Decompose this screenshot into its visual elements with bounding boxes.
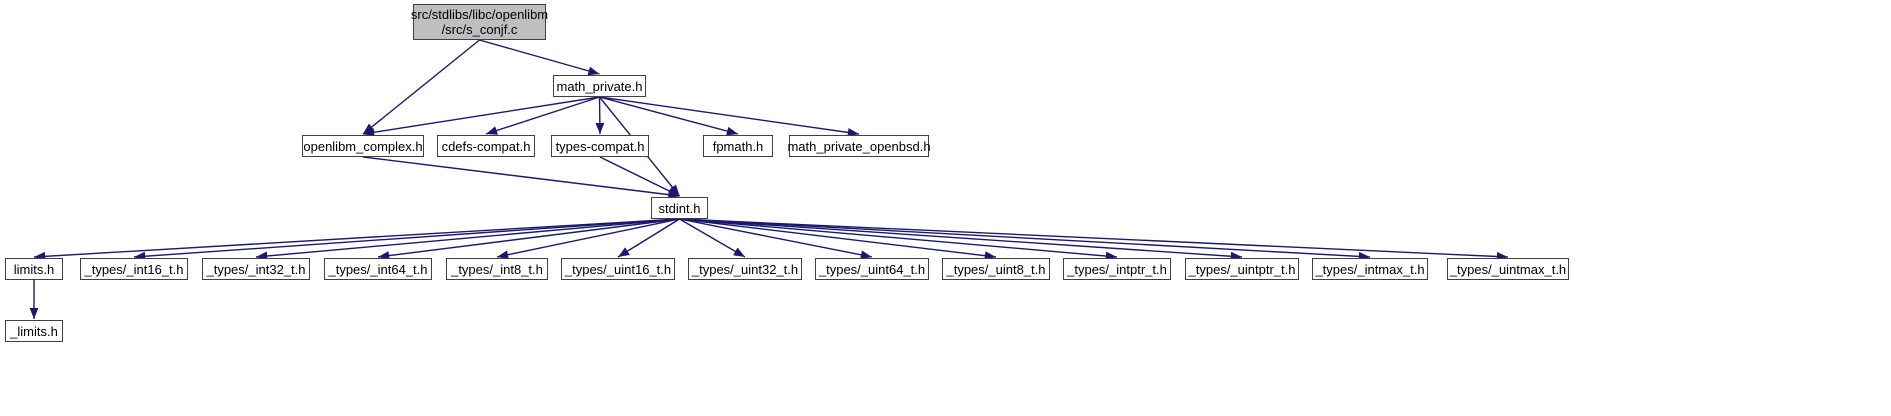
graph-edge-stdint-to-uint16 — [617, 218, 680, 258]
graph-edge-stdint-to-limits — [33, 218, 680, 261]
graph-node-int16[interactable]: _types/_int16_t.h — [80, 258, 188, 280]
graph-node-int32[interactable]: _types/_int32_t.h — [202, 258, 310, 280]
graph-edge-types_compat-to-stdint — [599, 156, 680, 197]
graph-edge-math_private-to-cdefs_compat — [485, 96, 600, 135]
graph-edge-math_private-to-fpmath — [599, 96, 739, 136]
graph-node-uintmax[interactable]: _types/_uintmax_t.h — [1447, 258, 1569, 280]
graph-node-uint16[interactable]: _types/_uint16_t.h — [561, 258, 675, 280]
graph-edge-math_private-to-types_compat — [595, 96, 605, 135]
graph-node-openlibm_complex[interactable]: openlibm_complex.h — [302, 135, 424, 157]
graph-edge-stdint-to-uint64 — [679, 218, 873, 260]
graph-node-int8[interactable]: _types/_int8_t.h — [446, 258, 548, 280]
graph-node-intptr[interactable]: _types/_intptr_t.h — [1063, 258, 1171, 280]
graph-node-uintptr[interactable]: _types/_uintptr_t.h — [1185, 258, 1299, 280]
graph-node-root[interactable]: src/stdlibs/libc/openlibm /src/s_conjf.c — [411, 4, 548, 40]
graph-edge-openlibm_complex-to-stdint — [362, 156, 680, 200]
graph-node-math_private_openbsd[interactable]: math_private_openbsd.h — [787, 135, 931, 157]
graph-edge-stdint-to-int32 — [255, 218, 680, 261]
graph-node-intmax[interactable]: _types/_intmax_t.h — [1312, 258, 1428, 280]
graph-edge-stdint-to-intmax — [679, 218, 1371, 261]
graph-node-uint64[interactable]: _types/_uint64_t.h — [815, 258, 929, 280]
graph-node-fpmath[interactable]: fpmath.h — [703, 135, 773, 157]
graph-node-uint8[interactable]: _types/_uint8_t.h — [942, 258, 1050, 280]
graph-edge-root-to-openlibm_complex — [362, 39, 480, 135]
graph-edge-stdint-to-intptr — [679, 218, 1118, 261]
graph-edge-stdint-to-int64 — [377, 218, 680, 261]
graph-node-cdefs_compat[interactable]: cdefs-compat.h — [437, 135, 535, 157]
graph-edge-stdint-to-int8 — [496, 218, 680, 260]
graph-edge-stdint-to-uintmax — [679, 218, 1509, 261]
graph-edge-root-to-math_private — [479, 39, 600, 76]
graph-edge-stdint-to-uintptr — [679, 218, 1243, 261]
graph-node-_limits[interactable]: _limits.h — [5, 320, 63, 342]
graph-node-limits[interactable]: limits.h — [5, 258, 63, 280]
graph-edge-stdint-to-uint32 — [679, 218, 746, 258]
graph-node-math_private[interactable]: math_private.h — [553, 75, 646, 97]
graph-edge-math_private-to-openlibm_complex — [362, 96, 600, 137]
graph-node-uint32[interactable]: _types/_uint32_t.h — [688, 258, 802, 280]
graph-edge-math_private-to-math_private_openbsd — [599, 96, 860, 137]
graph-edge-stdint-to-int16 — [133, 218, 680, 261]
graph-node-int64[interactable]: _types/_int64_t.h — [324, 258, 432, 280]
graph-node-types_compat[interactable]: types-compat.h — [551, 135, 649, 157]
graph-edge-stdint-to-uint8 — [679, 218, 997, 261]
graph-node-stdint[interactable]: stdint.h — [651, 197, 708, 219]
